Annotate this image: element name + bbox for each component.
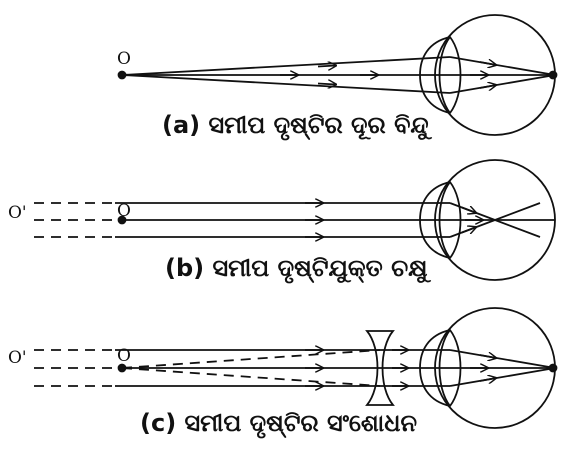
- ray-arrows-a: [280, 62, 496, 88]
- dashed-extensions-b: [34, 202, 115, 238]
- ray-a-upper-refracted: [449, 56, 556, 76]
- ray-a-lower: [121, 74, 451, 94]
- object-point-c: [117, 363, 127, 373]
- point-label-a: O: [117, 49, 131, 69]
- caption-a: (a) ସମୀପ ଦୃଷ୍ଟିର ଦୂର ବିନ୍ଦୁ: [162, 111, 433, 141]
- ray-c-upper-refracted: [449, 349, 556, 369]
- ray-b-upper-diverging: [494, 219, 541, 238]
- ray-arrows-b: [305, 203, 483, 237]
- panel-b-myopic-eye-diagram: [34, 159, 556, 281]
- ray-a-lower-refracted: [449, 74, 556, 94]
- ray-c-lower-refracted: [449, 367, 556, 387]
- object-point-a: [117, 70, 127, 80]
- point-label-b: O: [117, 201, 131, 221]
- virtual-ray-traces-c: [121, 349, 381, 387]
- ray-a-upper: [121, 56, 451, 76]
- image-point-a: [548, 70, 558, 80]
- object-point-b: [117, 215, 127, 225]
- far-point-label-c: O': [8, 348, 27, 368]
- point-label-c: O: [117, 346, 131, 366]
- dashed-extensions-c: [34, 349, 115, 387]
- image-point-c: [548, 363, 558, 373]
- far-point-label-b: O': [8, 203, 27, 223]
- caption-c: (c) ସମୀପ ଦୃଷ୍ଟିର ସଂଶୋଧନ: [140, 409, 417, 439]
- ray-arrows-c: [305, 350, 496, 386]
- panel-c-corrected-eye-diagram: [34, 307, 558, 429]
- caption-b: (b) ସମୀପ ଦୃଷ୍ଟିଯୁକ୍ତ ଚକ୍ଷୁ: [165, 254, 432, 284]
- panel-a-far-point-diagram: [117, 14, 558, 136]
- ray-b-lower-diverging: [494, 202, 541, 221]
